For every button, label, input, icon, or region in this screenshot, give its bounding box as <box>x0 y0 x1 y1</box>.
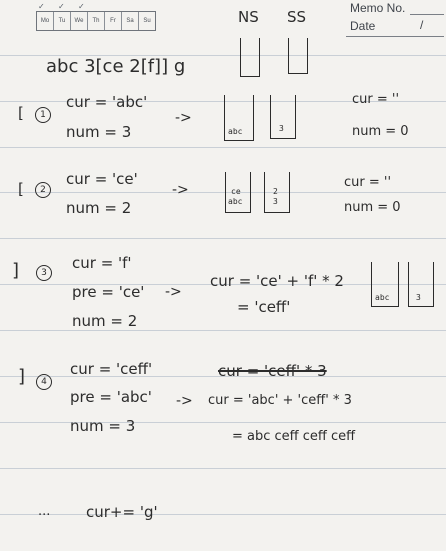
weekday-th: Th <box>88 12 105 30</box>
date-value: / <box>420 18 424 32</box>
step4-calc: cur = 'abc' + 'ceff' * 3 <box>208 393 352 408</box>
step3-ns-stack <box>371 262 399 307</box>
final-append: cur+= 'g' <box>86 503 158 521</box>
step1-num-reset: num = 0 <box>352 124 409 139</box>
step2-cur-reset: cur = '' <box>344 175 392 190</box>
step1-ns-value: abc <box>228 127 243 136</box>
ruled-line <box>0 514 446 515</box>
ruled-line <box>0 422 446 423</box>
step3-number: 3 <box>36 265 52 281</box>
step1-ss-stack <box>270 95 296 139</box>
step2-ns-bottom: abc <box>228 197 243 206</box>
step4-marker: ] <box>18 366 26 387</box>
weekday-fr: Fr <box>105 12 122 30</box>
weekday-su: Su <box>143 18 151 24</box>
step4-arrow: -> <box>176 393 193 409</box>
ss-stack-empty <box>288 38 308 74</box>
step2-ns-stack <box>225 172 251 213</box>
weekday-selector: Mo Tu We Th Fr Sa Su <box>36 11 156 31</box>
step2-marker: [ <box>18 180 24 198</box>
final-ellipsis: ... <box>38 504 51 519</box>
step1-cur: cur = 'abc' <box>66 93 148 111</box>
step2-num: num = 2 <box>66 199 132 217</box>
step1-arrow: -> <box>175 110 192 126</box>
ruled-line <box>0 284 446 285</box>
ruled-line <box>0 330 446 331</box>
step3-ss-value: 3 <box>416 293 421 302</box>
weekday-tu: Tu <box>54 12 71 30</box>
step3-ns-value: abc <box>375 293 390 302</box>
weekday-sa: Sa <box>122 12 139 30</box>
ns-stack-empty <box>240 38 260 77</box>
problem-string: abc 3[ce 2[f]] g <box>46 56 186 77</box>
step2-arrow: -> <box>172 182 189 198</box>
ruled-line <box>0 238 446 239</box>
date-line <box>346 36 444 37</box>
ruled-line <box>0 192 446 193</box>
step1-marker: [ <box>18 104 24 122</box>
date-label: Date <box>350 19 376 33</box>
step1-cur-reset: cur = '' <box>352 92 400 107</box>
step1-num: num = 3 <box>66 123 132 141</box>
ruled-line <box>0 55 446 56</box>
weekday-mo: Mo <box>37 12 54 30</box>
step2-ns-top: ce <box>231 187 241 196</box>
step3-result: = 'ceff' <box>237 298 291 316</box>
weekday-we: We <box>71 12 88 30</box>
step2-number: 2 <box>35 182 51 198</box>
step4-pre: pre = 'abc' <box>70 388 152 406</box>
step2-ss-bottom: 3 <box>273 197 278 206</box>
step3-pre: pre = 'ce' <box>72 283 145 301</box>
step3-arrow: -> <box>165 284 182 300</box>
step3-marker: ] <box>12 260 20 281</box>
step3-num: num = 2 <box>72 312 138 330</box>
step3-cur: cur = 'f' <box>72 254 132 272</box>
step2-cur: cur = 'ce' <box>66 170 138 188</box>
step3-calc: cur = 'ce' + 'f' * 2 <box>210 272 344 290</box>
memo-line <box>410 14 444 15</box>
step4-num: num = 3 <box>70 417 136 435</box>
step2-num-reset: num = 0 <box>344 200 401 215</box>
checkmark-icon: ✓ <box>38 2 45 11</box>
step4-struck-calc: cur = 'ceff' * 3 <box>218 362 327 380</box>
step1-ns-stack <box>224 95 254 141</box>
step4-result: = abc ceff ceff ceff <box>232 429 356 444</box>
checkmark-icon: ✓ <box>78 2 85 11</box>
ruled-line <box>0 147 446 148</box>
ss-label: SS <box>287 8 307 26</box>
step1-ss-value: 3 <box>279 124 284 133</box>
ns-label: NS <box>238 8 259 26</box>
memo-label: Memo No. <box>350 1 406 15</box>
step3-ss-stack <box>408 262 434 307</box>
step1-number: 1 <box>35 107 51 123</box>
step2-ss-top: 2 <box>273 187 278 196</box>
ruled-line <box>0 468 446 469</box>
step4-cur: cur = 'ceff' <box>70 360 153 378</box>
step4-number: 4 <box>36 374 52 390</box>
checkmark-icon: ✓ <box>58 2 65 11</box>
ruled-line <box>0 376 446 377</box>
ruled-line <box>0 101 446 102</box>
step2-ss-stack <box>264 172 290 213</box>
